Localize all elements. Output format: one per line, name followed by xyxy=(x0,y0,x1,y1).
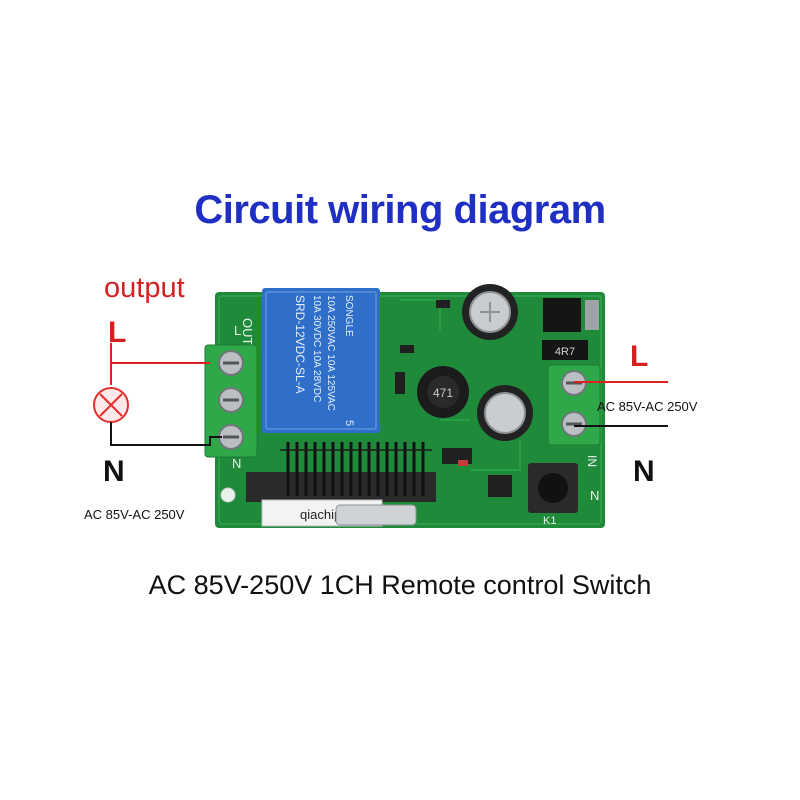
relay-model: SRD-12VDC-SL-A xyxy=(293,295,307,394)
silk-in: IN xyxy=(585,455,599,467)
relay-rating-1: 10A 250VAC 10A 125VAC xyxy=(325,295,336,411)
relay-brand: SONGLE xyxy=(343,295,354,337)
resistor-code: 4R7 xyxy=(555,346,575,358)
diagram-title: Circuit wiring diagram xyxy=(194,188,606,232)
capacitor-top xyxy=(462,284,518,340)
right-terminal-screws xyxy=(561,370,587,437)
push-button xyxy=(528,463,578,513)
capacitor-bottom xyxy=(477,385,533,441)
silk-n-right: N xyxy=(590,488,599,503)
right-voltage-label: AC 85V-AC 250V xyxy=(597,399,698,414)
output-label: output xyxy=(104,272,185,304)
left-terminal-screws xyxy=(218,350,244,450)
left-live-label: L xyxy=(108,316,127,349)
relay xyxy=(262,288,380,433)
resistor xyxy=(542,340,588,360)
left-neutral-wire xyxy=(110,422,222,446)
right-neutral-label: N xyxy=(633,455,655,488)
silk-n-left: N xyxy=(232,456,241,471)
left-live-wire xyxy=(110,343,210,385)
relay-number: 5 xyxy=(343,420,355,426)
inductor: 471 xyxy=(417,366,469,418)
button-label: K1 xyxy=(543,515,556,527)
silk-out: OUT xyxy=(240,318,255,346)
crystal xyxy=(335,504,417,526)
coil-antenna xyxy=(286,442,425,496)
regulator-ic xyxy=(543,298,581,332)
left-neutral-label: N xyxy=(103,455,125,488)
lamp-symbol xyxy=(93,387,129,423)
chip-label: qiachip xyxy=(300,507,341,522)
silk-l: L xyxy=(234,323,241,338)
right-live-label: L xyxy=(630,340,649,373)
product-caption: AC 85V-250V 1CH Remote control Switch xyxy=(148,570,652,600)
left-voltage-label: AC 85V-AC 250V xyxy=(84,507,185,522)
relay-rating-2: 10A 30VDC 10A 28VDC xyxy=(311,295,322,402)
inductor-code: 471 xyxy=(433,386,453,400)
mounting-hole xyxy=(220,487,236,503)
